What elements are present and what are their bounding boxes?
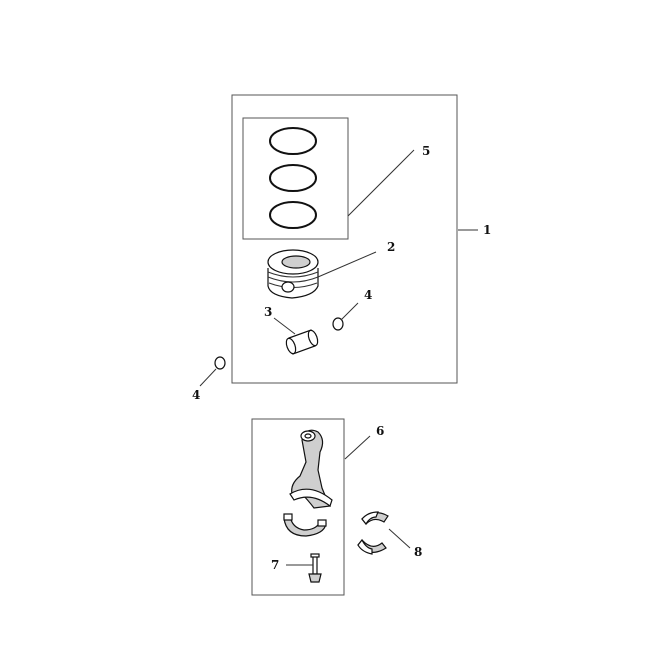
callout-2: 2 <box>387 240 395 254</box>
leader-3 <box>273 317 296 335</box>
bearing-shells <box>357 511 389 555</box>
piston-ring-middle <box>269 164 317 192</box>
circlip-outside <box>214 356 226 370</box>
connecting-rod <box>289 429 333 509</box>
piston <box>267 249 319 299</box>
callout-4-upper: 4 <box>364 288 372 302</box>
leader-5 <box>347 149 415 217</box>
leader-4a <box>340 302 359 321</box>
leader-lines <box>199 149 478 566</box>
leader-2 <box>317 251 377 278</box>
callout-5: 5 <box>422 144 430 158</box>
callout-3: 3 <box>264 305 272 319</box>
piston-ring-set-box <box>242 117 349 240</box>
piston-rings <box>269 127 317 229</box>
leader-8 <box>388 528 411 549</box>
piston-ring-bottom <box>269 201 317 229</box>
piston-pin <box>285 329 319 355</box>
callout-7: 7 <box>271 558 279 572</box>
leader-6 <box>344 435 371 460</box>
callout-1: 1 <box>483 223 491 237</box>
connecting-rod-box <box>251 418 345 596</box>
connecting-rod-cap <box>283 513 327 537</box>
callout-4-lower: 4 <box>192 388 200 402</box>
callout-8: 8 <box>414 545 422 559</box>
piston-assembly-box <box>231 94 458 384</box>
connecting-rod-bolt <box>308 553 322 583</box>
callout-6: 6 <box>376 424 384 438</box>
leader-4b <box>199 368 217 387</box>
piston-ring-top <box>269 127 317 155</box>
circlip-inside <box>332 317 344 331</box>
